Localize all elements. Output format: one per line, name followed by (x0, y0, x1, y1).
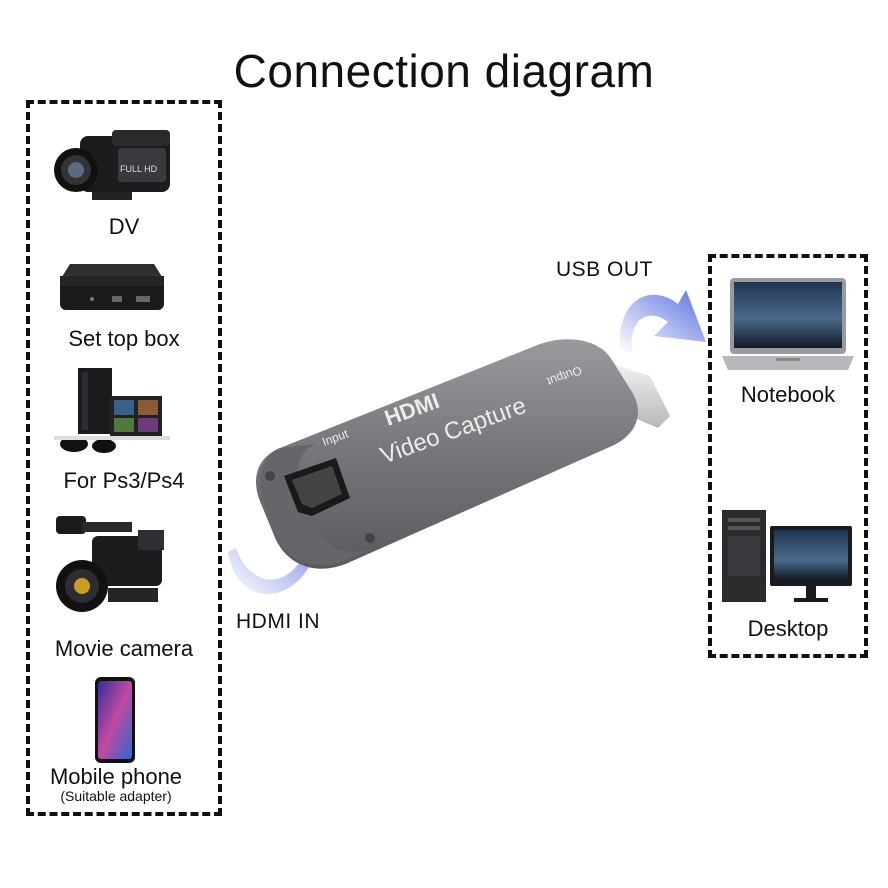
usb-out-arrow-icon (619, 290, 706, 352)
source-label-mobile-phone: Mobile phone (49, 764, 183, 789)
set-top-box-icon (60, 264, 164, 310)
source-devices-box (26, 100, 222, 816)
camcorder-icon: FULL HD (54, 130, 170, 200)
camcorder-badge: FULL HD (120, 164, 158, 174)
usb-out-label: USB OUT (556, 258, 653, 281)
laptop-icon (722, 278, 854, 370)
source-label-set-top-box: Set top box (68, 326, 180, 351)
output-label-notebook: Notebook (740, 382, 836, 407)
smartphone-icon (95, 677, 135, 763)
output-devices-box (708, 254, 868, 658)
desktop-computer-icon (722, 510, 852, 602)
movie-camera-icon (56, 516, 164, 612)
diagram-title: Connection diagram (233, 45, 655, 97)
source-label-dv: DV (108, 214, 140, 239)
source-label-game-console: For Ps3/Ps4 (63, 468, 185, 493)
output-label-desktop: Desktop (747, 616, 829, 641)
hdmi-in-label: HDMI IN (236, 610, 320, 633)
source-label-movie-camera: Movie camera (54, 636, 194, 661)
hdmi-capture-device: Input HDMI Video Capture Output (256, 339, 670, 569)
source-sublabel-mobile-phone: (Suitable adapter) (60, 788, 172, 804)
game-console-icon (54, 368, 170, 453)
